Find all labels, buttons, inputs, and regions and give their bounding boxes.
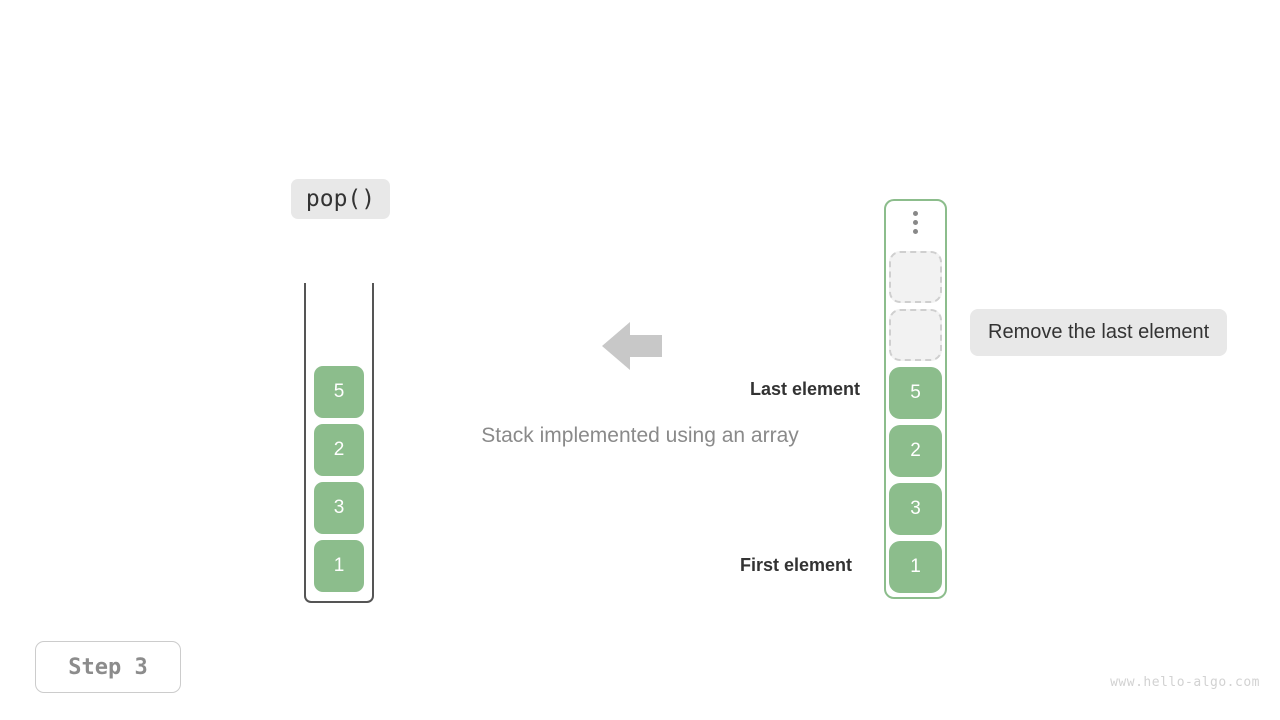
vertical-ellipsis-icon bbox=[884, 211, 947, 234]
ellipsis-dot bbox=[913, 220, 918, 225]
stack-item: 2 bbox=[314, 424, 364, 476]
first-element-label: First element bbox=[739, 555, 852, 575]
array-slot-empty bbox=[889, 309, 942, 361]
array-slot: 5 bbox=[889, 367, 942, 419]
array-slot-empty bbox=[889, 251, 942, 303]
stack-container: 5 2 3 1 bbox=[304, 283, 374, 603]
caption: Stack implemented using an array bbox=[0, 424, 1280, 448]
array-slot: 3 bbox=[889, 483, 942, 535]
array-slot-list: 5 2 3 1 bbox=[889, 251, 942, 593]
ellipsis-dot bbox=[913, 211, 918, 216]
watermark: www.hello-algo.com bbox=[1110, 675, 1260, 690]
stack-item: 1 bbox=[314, 540, 364, 592]
step-badge: Step 3 bbox=[35, 641, 181, 693]
ellipsis-dot bbox=[913, 229, 918, 234]
stack-walls bbox=[304, 283, 374, 603]
arrow-left-icon bbox=[602, 318, 662, 374]
stack-item-list: 5 2 3 1 bbox=[314, 366, 364, 592]
stack-item: 5 bbox=[314, 366, 364, 418]
last-element-label: Last element bbox=[749, 379, 860, 399]
operation-label: pop() bbox=[291, 179, 390, 219]
array-slot: 2 bbox=[889, 425, 942, 477]
stack-item: 3 bbox=[314, 482, 364, 534]
note-bubble: Remove the last element bbox=[970, 309, 1228, 356]
array-slot: 1 bbox=[889, 541, 942, 593]
caption-text: Stack implemented using an array bbox=[481, 424, 799, 447]
array-container: 5 2 3 1 bbox=[884, 199, 947, 599]
